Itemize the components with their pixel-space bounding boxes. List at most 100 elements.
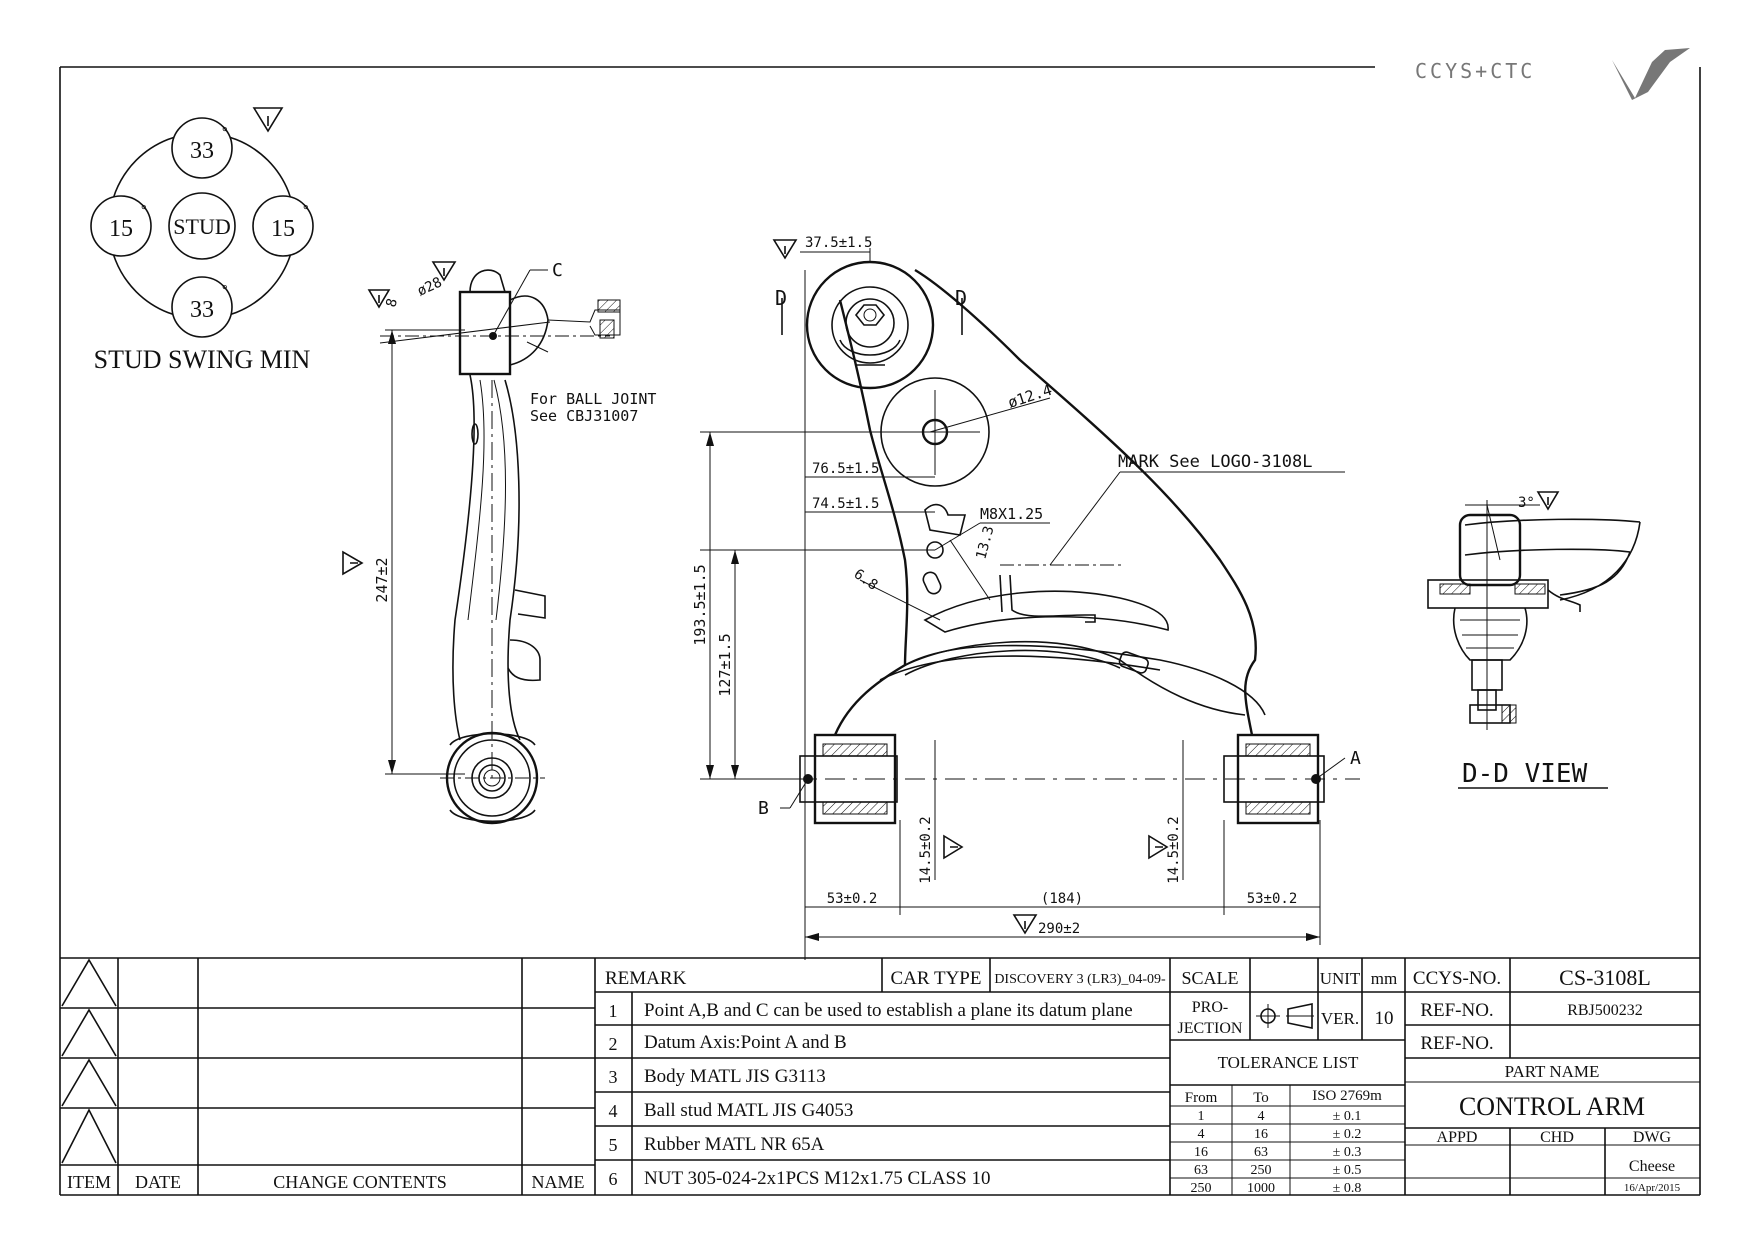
- tol-from: 250: [1191, 1181, 1212, 1196]
- label-d-right: D: [955, 286, 967, 310]
- part-name-label: PART NAME: [1505, 1062, 1600, 1081]
- dim-76-5: 76.5±1.5: [812, 461, 879, 477]
- remark-no: 4: [609, 1101, 618, 1121]
- dim-angle-8: 8: [383, 297, 401, 309]
- dd-view-title: D-D VIEW: [1462, 759, 1588, 789]
- tolerance-title: TOLERANCE LIST: [1218, 1053, 1359, 1072]
- rev-header-date: DATE: [135, 1172, 181, 1192]
- dim-290: 290±2: [1038, 921, 1080, 937]
- remark-no: 2: [609, 1034, 618, 1054]
- swing-bottom-value: 33: [190, 297, 214, 323]
- spec-table: SCALE UNIT mm PRO- JECTION VER. 10 TOLER…: [1170, 958, 1406, 1196]
- datum-triangle-icon: [1536, 491, 1560, 511]
- degree-mark: °: [141, 203, 147, 218]
- car-type-label: CAR TYPE: [891, 968, 982, 989]
- car-type-value: DISCOVERY 3 (LR3)_04-09-: [994, 972, 1166, 987]
- remark-text: Point A,B and C can be used to establish…: [644, 1000, 1133, 1021]
- tol-value: ± 0.2: [1333, 1127, 1362, 1142]
- degree-mark: °: [303, 203, 309, 218]
- projection-label-1: PRO-: [1192, 999, 1228, 1016]
- ball-joint-note-1: For BALL JOINT: [530, 390, 656, 408]
- tol-to: 63: [1254, 1145, 1268, 1160]
- dim-14-5-right: 14.5±0.2: [1166, 816, 1182, 883]
- tol-value: ± 0.1: [1333, 1109, 1362, 1124]
- drawing-frame: [59, 66, 1701, 1196]
- chd-label: CHD: [1540, 1129, 1574, 1146]
- remark-text: Body MATL JIS G3113: [644, 1066, 826, 1087]
- tol-from: 1: [1198, 1109, 1205, 1124]
- dim-37-5: 37.5±1.5: [805, 235, 872, 251]
- logo-mark-icon: [1612, 48, 1690, 100]
- dim-thread: M8X1.25: [980, 505, 1043, 523]
- ref-no-label: REF-NO.: [1420, 1033, 1493, 1054]
- datum-triangle-icon: [431, 261, 457, 282]
- swing-left-value: 15: [109, 216, 133, 242]
- dd-view: 3° D-D VIEW: [1427, 491, 1641, 789]
- remarks-table: REMARK CAR TYPE DISCOVERY 3 (LR3)_04-09-…: [595, 958, 1171, 1195]
- swing-right-value: 15: [271, 216, 295, 242]
- remark-text: Datum Axis:Point A and B: [644, 1032, 847, 1053]
- appd-label: APPD: [1437, 1129, 1478, 1146]
- datum-triangle-icon: [367, 289, 391, 309]
- tol-from: 63: [1194, 1163, 1208, 1178]
- swing-center-label: STUD: [173, 214, 230, 239]
- dim-53-right: 53±0.2: [1247, 891, 1298, 907]
- remark-no: 6: [609, 1169, 618, 1189]
- projection-symbol-icon: [1256, 1003, 1314, 1029]
- tol-from: 16: [1194, 1145, 1208, 1160]
- revision-table: ITEM DATE CHANGE CONTENTS NAME: [60, 957, 1700, 1195]
- dim-247: 247±2: [373, 557, 391, 602]
- remark-no: 1: [609, 1001, 618, 1021]
- company-logo: CCYS+CTC: [1415, 48, 1690, 100]
- tol-from-header: From: [1185, 1090, 1218, 1106]
- ccys-no-value: CS-3108L: [1559, 965, 1651, 990]
- tol-to: 16: [1254, 1127, 1268, 1142]
- label-d-left: D: [775, 286, 787, 310]
- remark-header: REMARK: [605, 968, 687, 989]
- dim-14-5-left: 14.5±0.2: [918, 816, 934, 883]
- tol-to: 250: [1251, 1163, 1272, 1178]
- tol-to: 1000: [1247, 1181, 1275, 1196]
- dim-193-5: 193.5±1.5: [691, 564, 709, 645]
- ball-joint-note-2: See CBJ31007: [530, 407, 638, 425]
- ver-value: 10: [1375, 1008, 1394, 1029]
- ref-no-value: RBJ500232: [1567, 1002, 1643, 1019]
- logo-text: CCYS+CTC: [1415, 59, 1535, 83]
- datum-triangle-icon: [943, 834, 964, 860]
- tol-to: 4: [1258, 1109, 1265, 1124]
- dd-angle: 3°: [1518, 495, 1535, 511]
- tol-std-header: ISO 2769m: [1312, 1088, 1382, 1104]
- datum-triangle-icon: [1012, 914, 1038, 935]
- ccys-no-label: CCYS-NO.: [1413, 968, 1501, 989]
- tol-value: ± 0.5: [1333, 1163, 1362, 1178]
- dim-184: (184): [1041, 891, 1083, 907]
- datum-triangle-icon: [342, 550, 364, 576]
- dim-6-8: 6.8: [851, 566, 881, 594]
- stud-swing-title: STUD SWING MIN: [94, 345, 311, 374]
- ref-no-label: REF-NO.: [1420, 1000, 1493, 1021]
- drawing-date: 16/Apr/2015: [1624, 1182, 1681, 1194]
- dim-hole-12-4: ø12.4: [1006, 381, 1055, 412]
- degree-mark: °: [222, 125, 228, 140]
- degree-mark: °: [222, 283, 228, 298]
- unit-label: UNIT: [1320, 969, 1361, 988]
- remark-text: Rubber MATL NR 65A: [644, 1134, 825, 1155]
- side-view: 247±2 C ø28 8 For B: [342, 260, 656, 825]
- datum-triangle-icon: [772, 239, 798, 260]
- rev-header-change: CHANGE CONTENTS: [273, 1172, 447, 1192]
- label-c: C: [552, 260, 563, 281]
- projection-label-2: JECTION: [1178, 1020, 1243, 1037]
- remark-text: NUT 305-024-2x1PCS M12x1.75 CLASS 10: [644, 1168, 990, 1189]
- tol-from: 4: [1198, 1127, 1205, 1142]
- drawn-by: Cheese: [1629, 1158, 1675, 1175]
- datum-triangle-icon: [1148, 834, 1169, 860]
- rev-header-item: ITEM: [67, 1172, 111, 1192]
- dim-74-5: 74.5±1.5: [812, 496, 879, 512]
- front-view: ø12.4 M8X1.25 13.3 6.8 MARK See LOGO-310…: [691, 235, 1361, 960]
- scale-label: SCALE: [1181, 968, 1238, 988]
- unit-value: mm: [1371, 969, 1397, 988]
- swing-top-value: 33: [190, 138, 214, 164]
- remark-no: 5: [609, 1135, 618, 1155]
- label-b: B: [758, 798, 769, 819]
